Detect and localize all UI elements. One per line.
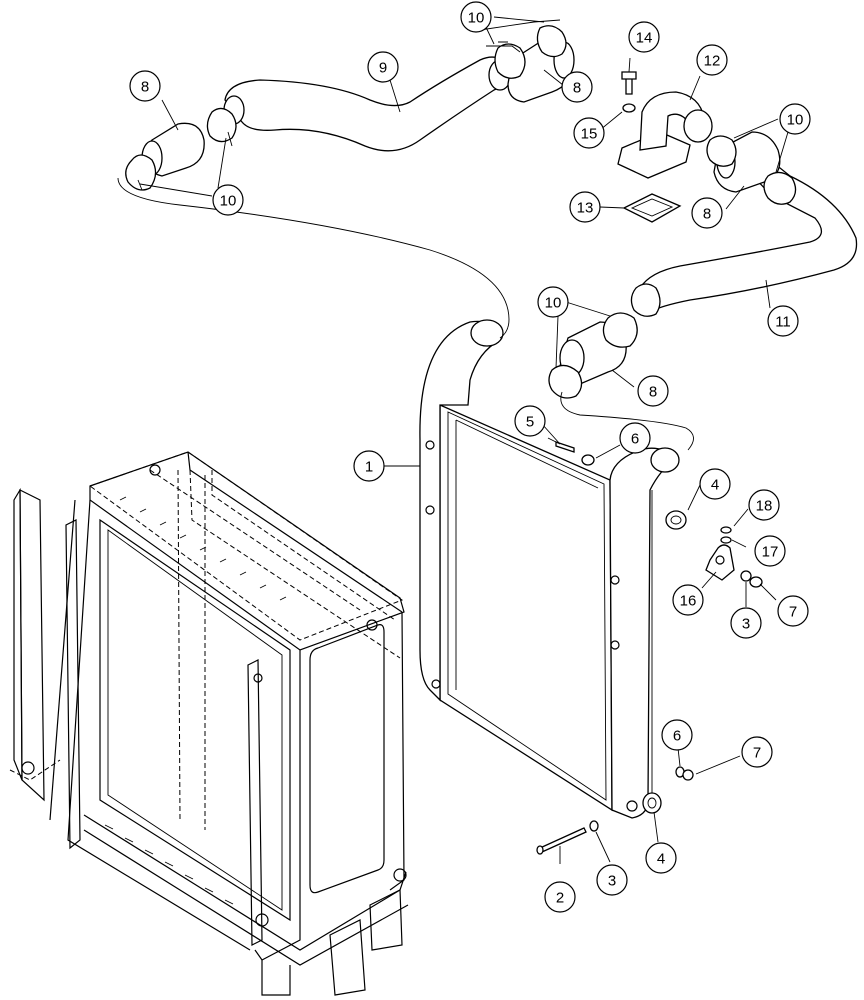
callout-8: 8 <box>129 70 161 102</box>
leader-lines <box>139 16 789 864</box>
callout-number: 7 <box>789 604 797 621</box>
callout-number: 1 <box>365 459 373 476</box>
callout-number: 18 <box>756 498 773 515</box>
callout-number: 3 <box>608 873 616 890</box>
callout-circle <box>367 51 399 83</box>
callout-number: 16 <box>680 593 697 610</box>
callout-number: 10 <box>545 295 562 312</box>
callout-circle <box>699 468 731 500</box>
callout-6: 6 <box>619 422 651 454</box>
callout-circle <box>544 881 576 913</box>
callout-circle <box>767 305 799 337</box>
callout-7: 7 <box>741 736 773 768</box>
callout-10: 10 <box>212 184 244 216</box>
callout-number: 14 <box>636 30 653 47</box>
callout-circle <box>596 864 628 896</box>
callout-5: 5 <box>514 405 546 437</box>
callout-9: 9 <box>367 51 399 83</box>
right-hose-assembly <box>548 131 858 451</box>
callout-circle <box>696 44 728 76</box>
callout-circle <box>645 842 677 874</box>
callout-12: 12 <box>696 44 728 76</box>
callout-circle <box>561 71 593 103</box>
callout-17: 17 <box>754 535 786 567</box>
callout-8: 8 <box>691 197 723 229</box>
callout-4: 4 <box>699 468 731 500</box>
callout-number: 8 <box>141 79 149 96</box>
callout-circle <box>619 422 651 454</box>
callout-circle <box>672 584 704 616</box>
callout-8: 8 <box>637 375 669 407</box>
callout-circle <box>573 117 605 149</box>
callout-number: 15 <box>581 126 598 143</box>
callout-number: 10 <box>787 112 804 129</box>
callout-circle <box>514 405 546 437</box>
callout-circle <box>661 719 693 751</box>
callout-16: 16 <box>672 584 704 616</box>
callout-number: 4 <box>657 851 665 868</box>
callout-circle <box>537 286 569 318</box>
callout-4: 4 <box>645 842 677 874</box>
callout-14: 14 <box>628 21 660 53</box>
callout-number: 13 <box>577 200 594 217</box>
callout-number: 12 <box>704 53 721 70</box>
callout-circle <box>777 595 809 627</box>
callout-circle <box>569 191 601 223</box>
callout-2: 2 <box>544 881 576 913</box>
callout-8: 8 <box>561 71 593 103</box>
callout-10: 10 <box>537 286 569 318</box>
elbow-and-gasket <box>617 71 713 223</box>
callout-number: 6 <box>631 431 639 448</box>
callout-number: 8 <box>573 80 581 97</box>
hardware-parts <box>536 437 763 855</box>
callout-7: 7 <box>777 595 809 627</box>
callout-circle <box>730 607 762 639</box>
radiator-frame <box>9 451 409 996</box>
callout-circle <box>748 489 780 521</box>
callout-18: 18 <box>748 489 780 521</box>
callout-number: 9 <box>379 60 387 77</box>
callout-circle <box>779 103 811 135</box>
callout-11: 11 <box>767 305 799 337</box>
callout-number: 17 <box>762 544 779 561</box>
callout-10: 10 <box>460 1 492 33</box>
callout-6: 6 <box>661 719 693 751</box>
callout-number: 4 <box>711 477 719 494</box>
callout-circle <box>212 184 244 216</box>
callout-circle <box>628 21 660 53</box>
callout-number: 2 <box>556 890 564 907</box>
callout-10: 10 <box>779 103 811 135</box>
callout-number: 8 <box>649 384 657 401</box>
callout-number: 11 <box>775 314 791 331</box>
callout-15: 15 <box>573 117 605 149</box>
callout-number: 6 <box>673 728 681 745</box>
callout-circle <box>460 1 492 33</box>
callout-13: 13 <box>569 191 601 223</box>
callout-number: 8 <box>703 206 711 223</box>
callout-3: 3 <box>730 607 762 639</box>
callout-number: 5 <box>526 414 534 431</box>
callout-3: 3 <box>596 864 628 896</box>
callout-number: 10 <box>220 193 237 210</box>
callout-1: 1 <box>353 450 385 482</box>
callout-circle <box>129 70 161 102</box>
left-hose-assembly <box>117 19 575 339</box>
callout-number: 7 <box>753 745 761 762</box>
callout-circle <box>741 736 773 768</box>
callout-circle <box>691 197 723 229</box>
callout-circle <box>353 450 385 482</box>
charge-air-cooler <box>419 319 680 819</box>
callout-number: 3 <box>742 616 750 633</box>
callout-circle <box>637 375 669 407</box>
callout-number: 10 <box>468 10 485 27</box>
callout-circle <box>754 535 786 567</box>
